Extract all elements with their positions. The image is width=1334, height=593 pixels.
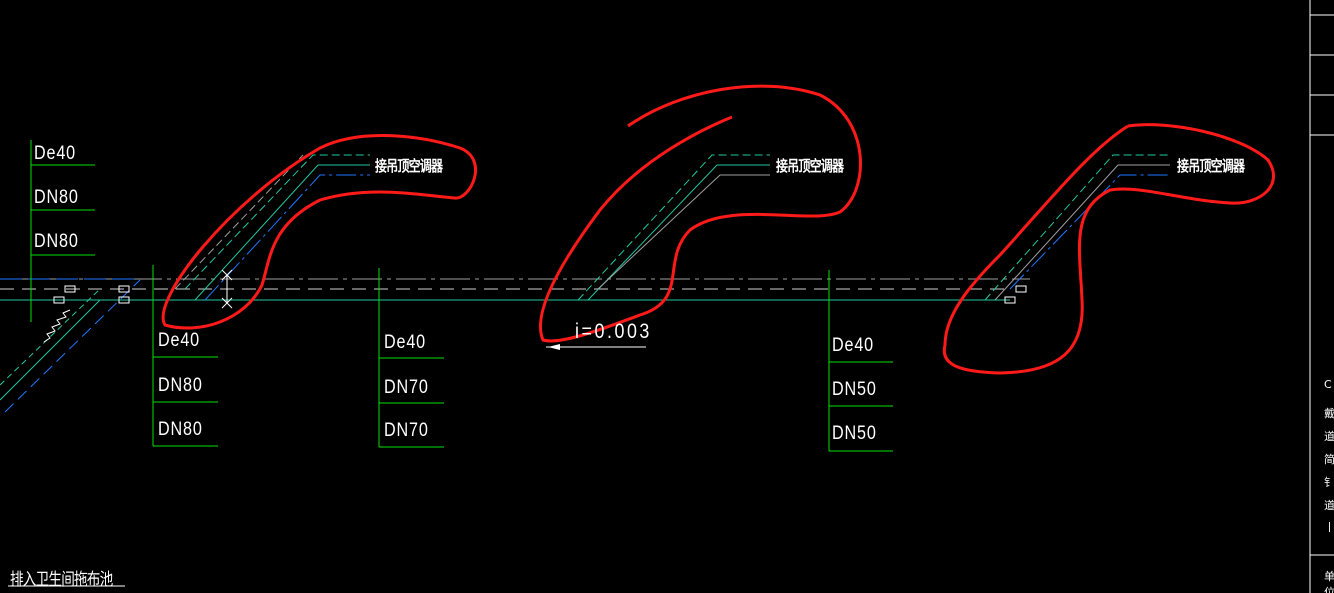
label-leaders	[30, 140, 893, 452]
flex-joint-icon	[43, 309, 71, 343]
side-panel-text: 戴	[1324, 407, 1334, 420]
riser-note: 接吊顶空调器	[375, 157, 443, 175]
pipe-size-label: DN70	[384, 420, 429, 441]
pipe-size-label: DN50	[832, 379, 877, 400]
slope-arrow-head	[548, 344, 560, 350]
riser-2	[577, 154, 770, 301]
pipe-size-label: De40	[384, 332, 427, 353]
pipe-size-label: DN50	[832, 423, 877, 444]
side-panel-text: 道	[1324, 499, 1334, 512]
side-panel-text: C	[1324, 378, 1332, 391]
pipe-size-label: De40	[34, 143, 77, 164]
riser-note: 接吊顶空调器	[776, 157, 844, 175]
pipe-size-label: De40	[158, 330, 201, 351]
pipe-size-label: DN80	[34, 187, 79, 208]
riser-1	[174, 154, 370, 309]
diag-pipe	[0, 299, 101, 401]
side-panel-text: 道	[1324, 430, 1334, 443]
side-panel-text: 简	[1324, 453, 1334, 466]
pipe-size-label: DN70	[384, 377, 429, 398]
pipe-size-label: De40	[832, 335, 875, 356]
diag-pipe	[4, 279, 141, 413]
side-panel-text: 丨	[1324, 521, 1334, 534]
title-block-frame	[1309, 0, 1334, 593]
diag-pipe	[0, 288, 101, 386]
pipe-size-label: DN80	[158, 419, 203, 440]
riser-3	[984, 154, 1170, 301]
riser-note: 接吊顶空调器	[1177, 157, 1245, 175]
side-panel-text: 钅	[1324, 476, 1334, 489]
valve-icons	[53, 285, 1027, 304]
pipe-size-label: DN80	[158, 375, 203, 396]
side-panel-text: 单位	[1324, 570, 1334, 593]
pipe-size-label: DN80	[34, 231, 79, 252]
slope-label: i=0.003	[575, 320, 652, 343]
red-markup-circles	[161, 84, 1275, 375]
drain-note: 排入卫生间拖布池	[10, 570, 113, 590]
